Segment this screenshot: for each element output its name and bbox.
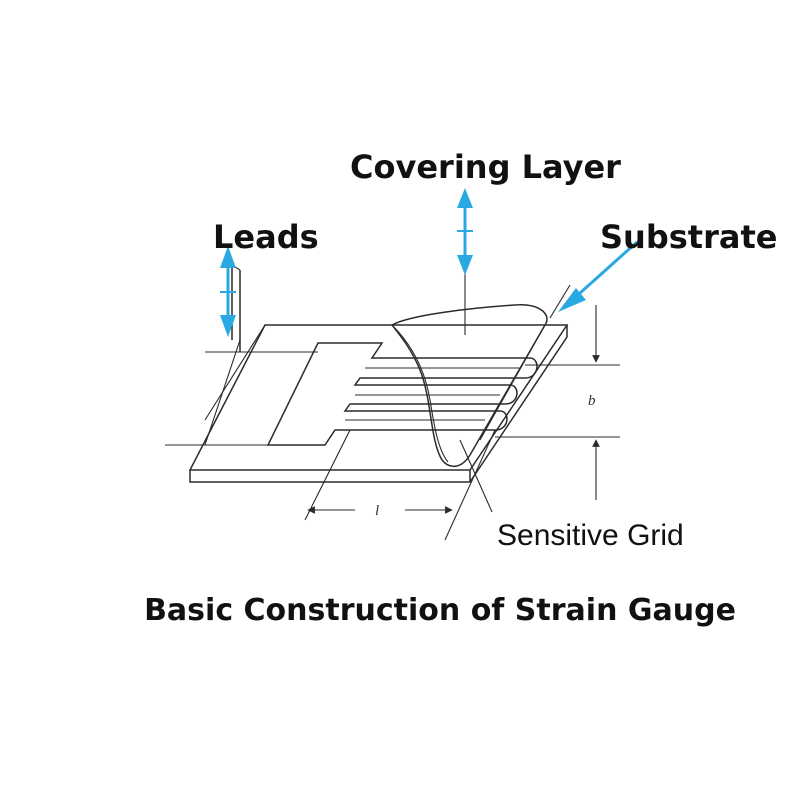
covering-layer-arrow (457, 188, 473, 275)
sensitive-grid-label: Sensitive Grid (497, 519, 684, 552)
sensitive-grid-shape (266, 342, 538, 446)
lead-wires (231, 264, 241, 352)
dimension-lines (165, 305, 620, 541)
substrate-plate (188, 324, 569, 483)
leads-arrow (220, 246, 236, 337)
diagram-caption: Basic Construction of Strain Gauge (144, 593, 736, 628)
substrate-leader (549, 284, 571, 319)
length-symbol: l (375, 503, 379, 519)
substrate-arrow (558, 240, 639, 312)
substrate-label: Substrate (600, 218, 777, 256)
covering-layer-shape (390, 304, 548, 467)
covering-layer-label: Covering Layer (350, 148, 621, 186)
width-symbol: b (588, 393, 596, 409)
leads-label: Leads (213, 218, 319, 256)
